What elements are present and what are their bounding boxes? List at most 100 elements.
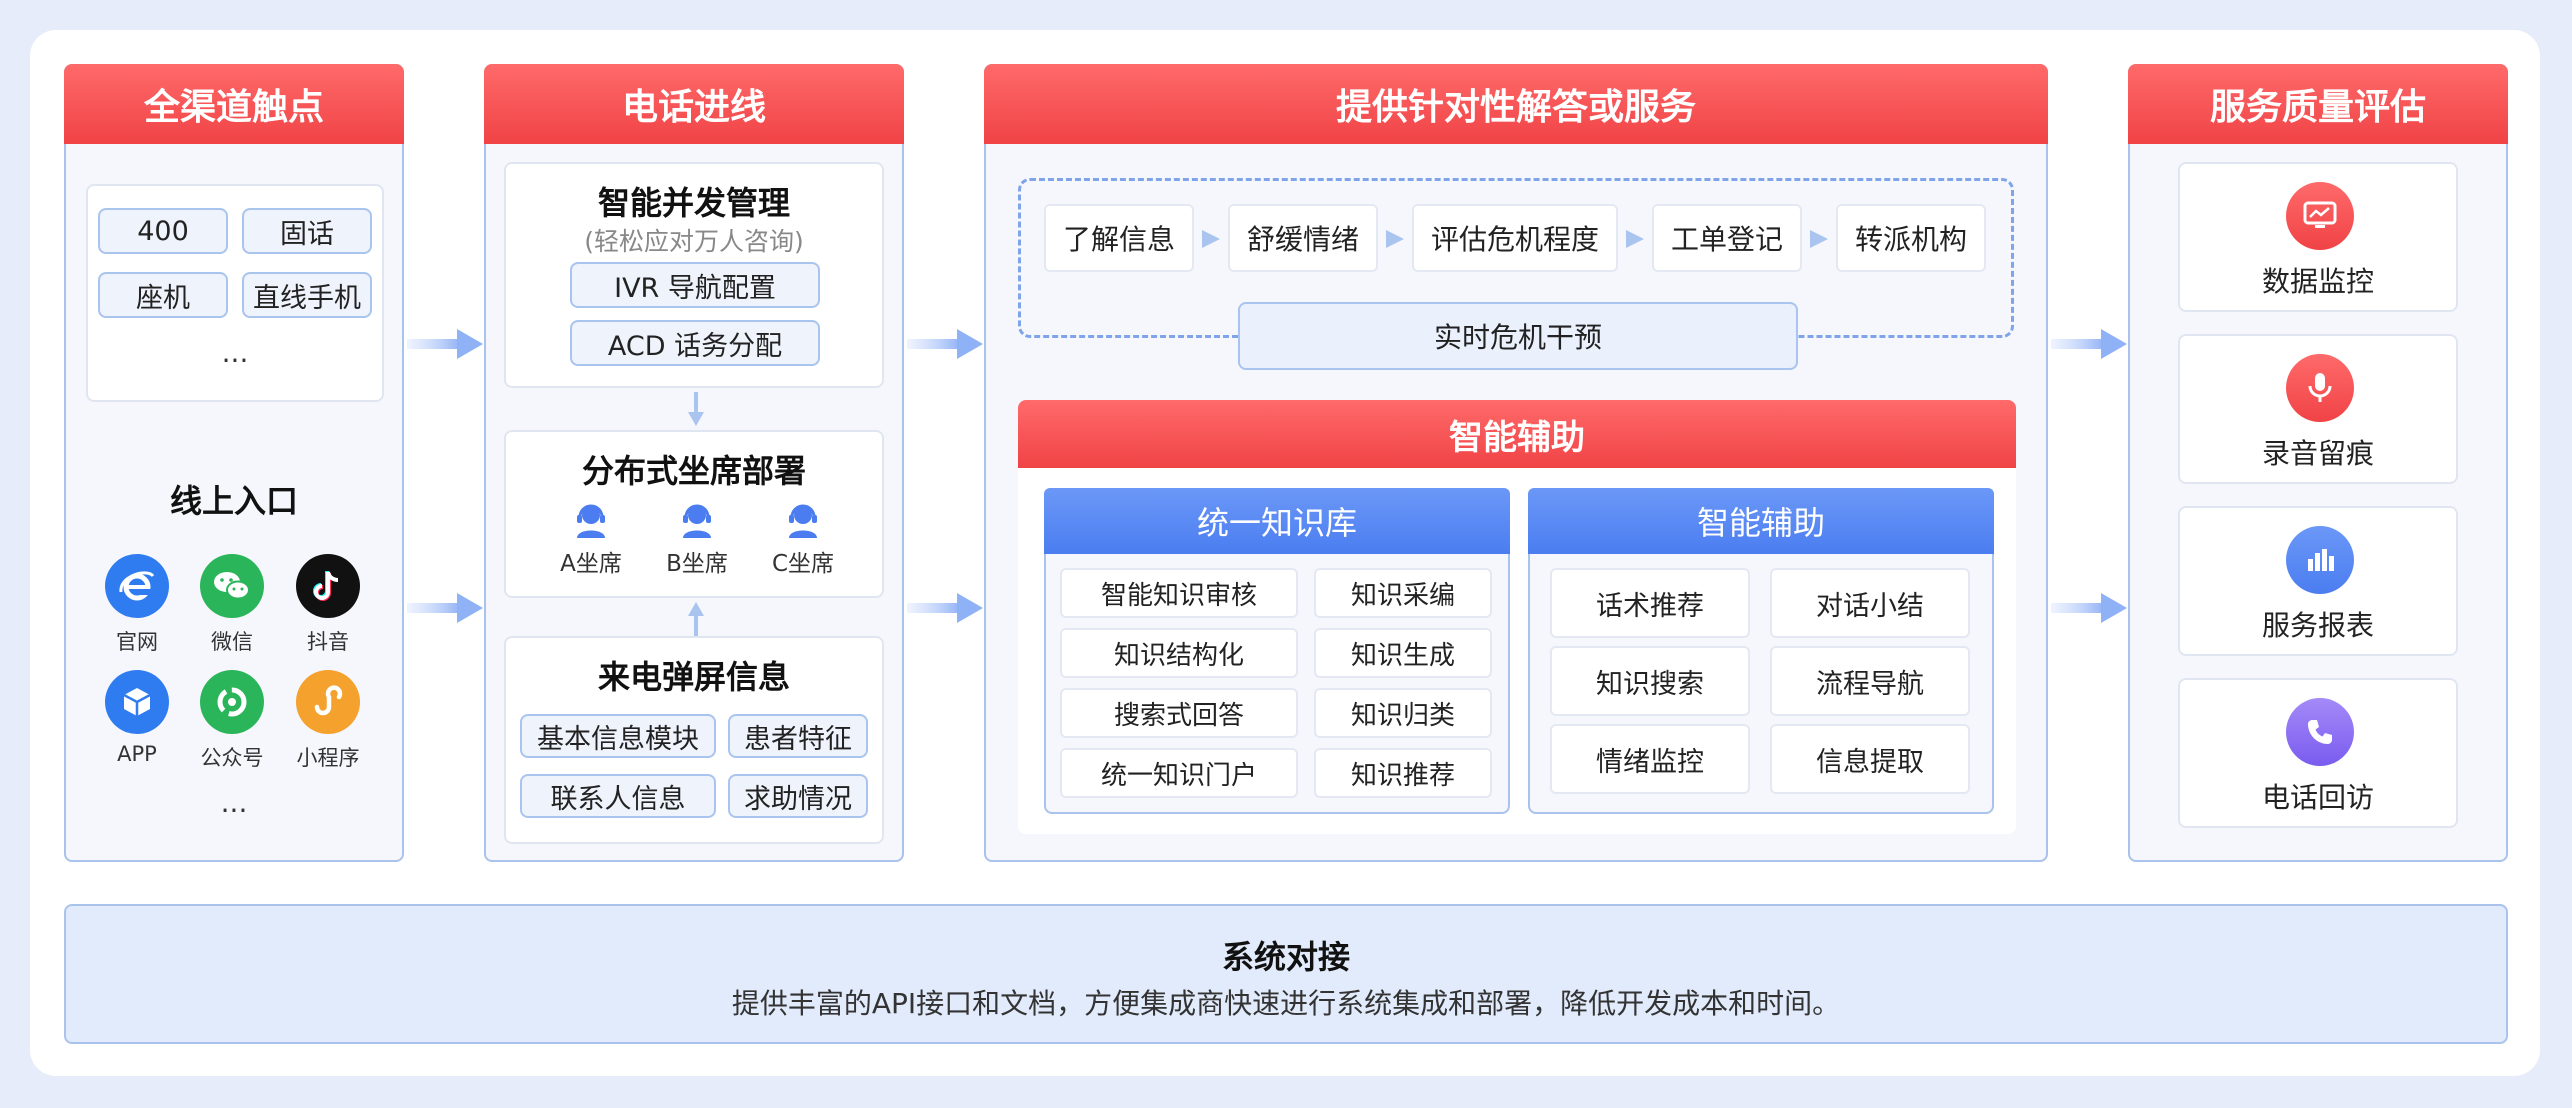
flow-arrow-icon (2050, 590, 2130, 626)
flow-step-transfer: 转派机构 (1836, 204, 1986, 272)
help-status: 求助情况 (728, 774, 868, 818)
assist-panel-header: 智能辅助 (1528, 488, 1994, 554)
quality-item-monitoring: 数据监控 (2178, 162, 2458, 312)
quality-item-label: 数据监控 (2261, 265, 2374, 298)
triangle-arrow-icon (1384, 228, 1406, 250)
quality-item-report: 服务报表 (2178, 506, 2458, 656)
wechat-icon (200, 554, 264, 618)
crisis-intervention: 实时危机干预 (1238, 302, 1798, 370)
knowledge-item: 搜索式回答 (1060, 688, 1298, 738)
knowledge-base-header: 统一知识库 (1044, 488, 1510, 554)
flow-arrow-icon (406, 590, 486, 626)
knowledge-base-panel: 统一知识库 智能知识审核 知识采编 知识结构化 知识生成 搜索式回答 知识归类 … (1044, 488, 1510, 814)
phone-item-desk: 座机 (98, 272, 228, 318)
knowledge-item: 知识采编 (1314, 568, 1492, 618)
flow-step-assess: 评估危机程度 (1412, 204, 1618, 272)
online-more: ... (220, 786, 248, 819)
phone-more: ... (221, 336, 249, 369)
service-header: 提供针对性解答或服务 (984, 64, 2048, 144)
agent-headset-icon (577, 504, 605, 538)
seat-c: C坐席 (758, 500, 848, 578)
distributed-card: 分布式坐席部署 A坐席 B坐席 C坐席 (504, 430, 884, 598)
incoming-column: 电话进线 智能并发管理 (轻松应对万人咨询) IVR 导航配置 ACD 话务分配… (484, 64, 904, 862)
flow-step-understand: 了解信息 (1044, 204, 1194, 272)
arrow-down-icon (686, 392, 706, 428)
knowledge-item: 知识推荐 (1314, 748, 1492, 798)
phone-item-landline: 固话 (242, 208, 372, 254)
phone-icon (2286, 698, 2354, 766)
quality-header: 服务质量评估 (2128, 64, 2508, 144)
assist-item: 知识搜索 (1550, 646, 1750, 716)
assist-item: 情绪监控 (1550, 724, 1750, 794)
knowledge-item: 知识归类 (1314, 688, 1492, 738)
quality-item-recording: 录音留痕 (2178, 334, 2458, 484)
contact-info: 联系人信息 (520, 774, 716, 818)
mini-program-icon (296, 670, 360, 734)
ie-icon (105, 554, 169, 618)
quality-item-callback: 电话回访 (2178, 678, 2458, 828)
online-title: 线上入口 (169, 482, 298, 520)
flow-step-soothe: 舒缓情绪 (1228, 204, 1378, 272)
smart-assist-title: 智能辅助 (1449, 417, 1585, 458)
online-item-official-account: 公众号 (197, 670, 267, 772)
service-title: 提供针对性解答或服务 (1335, 87, 1696, 128)
seat-label: A坐席 (560, 551, 622, 577)
monitor-chart-icon (2286, 182, 2354, 250)
flow-step-ticket: 工单登记 (1652, 204, 1802, 272)
online-item-label: 微信 (211, 630, 253, 654)
online-item-wechat: 微信 (197, 554, 267, 656)
microphone-icon (2286, 354, 2354, 422)
knowledge-item: 知识生成 (1314, 628, 1492, 678)
online-item-label: 小程序 (296, 746, 360, 770)
phone-channels-card: 400 固话 座机 直线手机 ... (86, 184, 384, 402)
phone-item-mobile: 直线手机 (242, 272, 372, 318)
knowledge-item: 统一知识门户 (1060, 748, 1298, 798)
channels-header: 全渠道触点 (64, 64, 404, 144)
seat-b: B坐席 (652, 500, 742, 578)
concurrency-title: 智能并发管理 (597, 184, 790, 222)
seat-label: B坐席 (666, 551, 728, 577)
system-integration-panel: 系统对接 提供丰富的API接口和文档，方便集成商快速进行系统集成和部署，降低开发… (64, 904, 2508, 1044)
assist-panel: 智能辅助 话术推荐 对话小结 知识搜索 流程导航 情绪监控 信息提取 (1528, 488, 1994, 814)
online-item-website: 官网 (102, 554, 172, 656)
agent-headset-icon (683, 504, 711, 538)
seat-a: A坐席 (546, 500, 636, 578)
flow-arrow-icon (906, 326, 986, 362)
app-cube-icon (105, 670, 169, 734)
assist-item: 信息提取 (1770, 724, 1970, 794)
online-item-mini-program: 小程序 (293, 670, 363, 772)
patient-features: 患者特征 (728, 714, 868, 758)
flow-arrow-icon (406, 326, 486, 362)
official-account-icon (200, 670, 264, 734)
knowledge-item: 智能知识审核 (1060, 568, 1298, 618)
assist-item: 流程导航 (1770, 646, 1970, 716)
system-integration-title: 系统对接 (1221, 938, 1350, 976)
online-item-app: APP (102, 670, 172, 766)
distributed-title: 分布式坐席部署 (581, 452, 806, 490)
popup-card: 来电弹屏信息 基本信息模块 患者特征 联系人信息 求助情况 (504, 636, 884, 844)
douyin-icon (296, 554, 360, 618)
system-integration-description: 提供丰富的API接口和文档，方便集成商快速进行系统集成和部署，降低开发成本和时间… (731, 987, 1841, 1020)
online-item-label: 公众号 (200, 746, 264, 770)
popup-title: 来电弹屏信息 (597, 658, 790, 696)
concurrency-card: 智能并发管理 (轻松应对万人咨询) IVR 导航配置 ACD 话务分配 (504, 162, 884, 388)
phone-item-400: 400 (98, 208, 228, 254)
channels-column: 全渠道触点 400 固话 座机 直线手机 ... 线上入口 官网 微信 抖音 A… (64, 64, 404, 862)
quality-item-label: 电话回访 (2261, 781, 2374, 814)
assist-panel-title: 智能辅助 (1696, 504, 1825, 542)
online-item-label: 官网 (116, 630, 158, 654)
triangle-arrow-icon (1624, 228, 1646, 250)
incoming-header: 电话进线 (484, 64, 904, 144)
service-column: 提供针对性解答或服务 了解信息 舒缓情绪 评估危机程度 工单登记 转派机构 实时… (984, 64, 2048, 862)
quality-item-label: 录音留痕 (2261, 437, 2374, 470)
bar-chart-icon (2286, 526, 2354, 594)
smart-assist-header: 智能辅助 (1018, 400, 2016, 468)
online-item-label: 抖音 (307, 630, 349, 654)
knowledge-base-title: 统一知识库 (1196, 504, 1357, 542)
arrow-up-icon (686, 600, 706, 636)
knowledge-item: 知识结构化 (1060, 628, 1298, 678)
quality-item-label: 服务报表 (2261, 609, 2374, 642)
assist-item: 对话小结 (1770, 568, 1970, 638)
assist-item: 话术推荐 (1550, 568, 1750, 638)
basic-info-module: 基本信息模块 (520, 714, 716, 758)
